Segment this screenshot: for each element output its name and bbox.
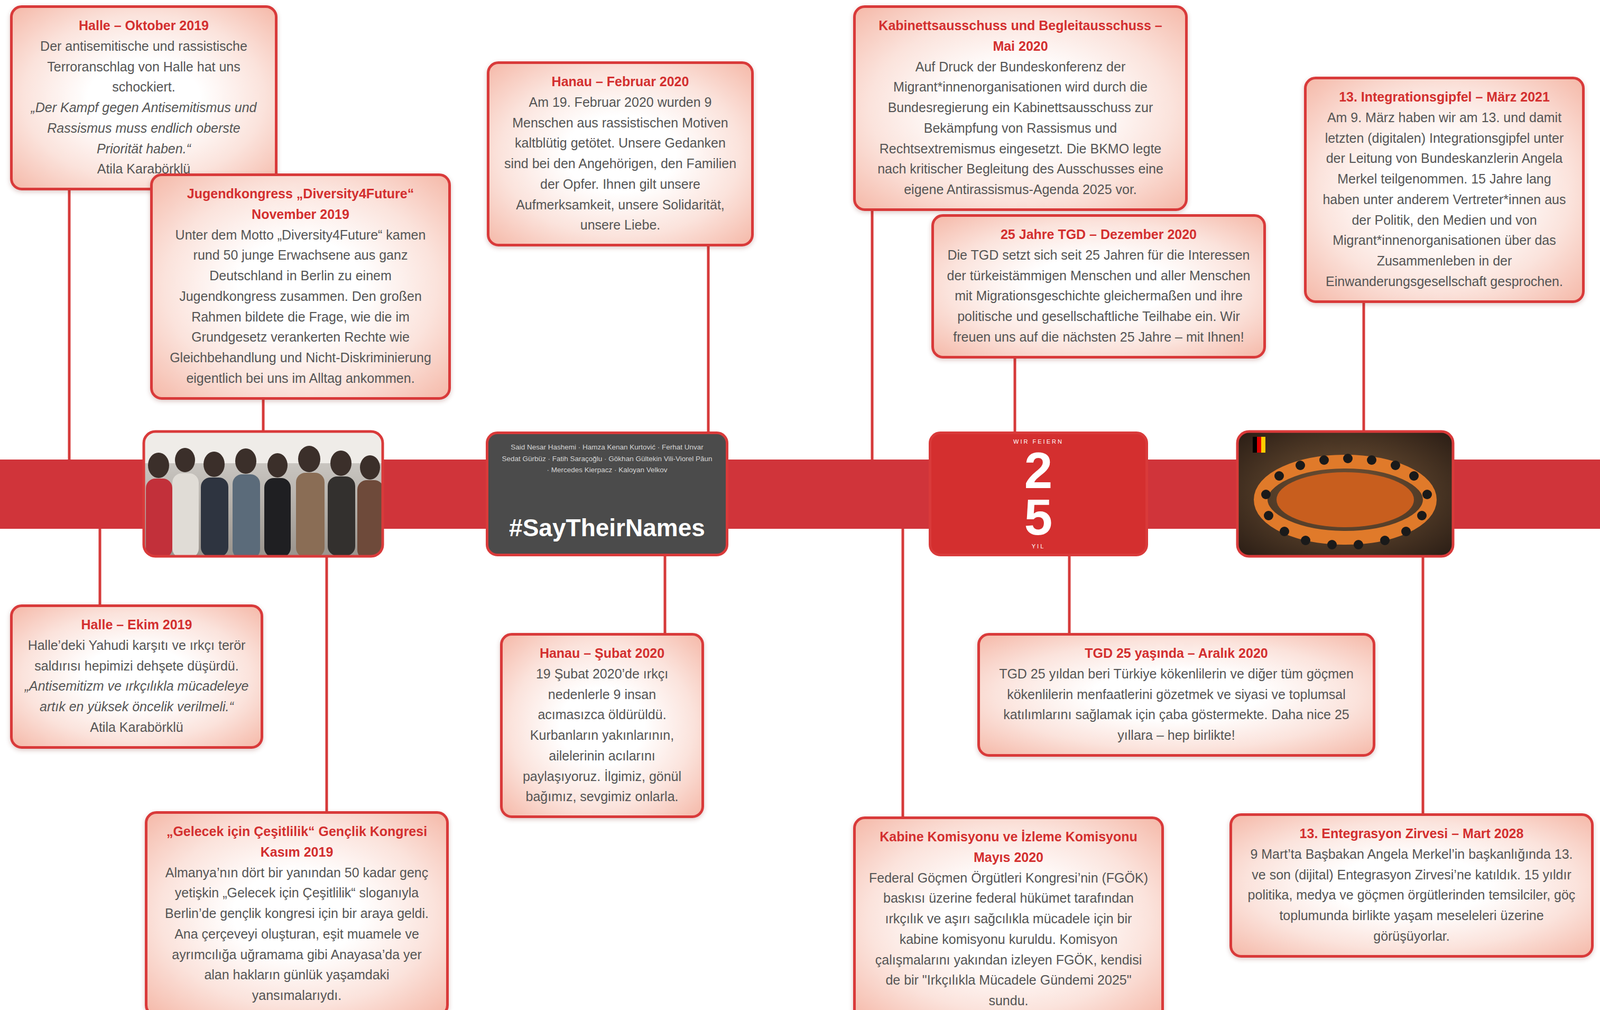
event-text: Almanya’nın dört bir yanından 50 kadar g… xyxy=(159,862,435,1006)
event-box: „Gelecek için Çeşitlilik“ Gençlik Kongre… xyxy=(144,810,449,1010)
event-text: Am 9. März haben wir am 13. und damit le… xyxy=(1318,107,1571,292)
leader-line xyxy=(98,518,102,614)
small-caption: WIR FEIERN xyxy=(1013,438,1064,445)
event-heading: 25 Jahre TGD – Dezember 2020 xyxy=(945,224,1252,245)
leader-line xyxy=(325,549,329,820)
event-box: Kabine Komisyonu ve İzleme Komisyonu May… xyxy=(853,816,1164,1010)
event-box: Halle – Ekim 2019Halle’deki Yahudi karşı… xyxy=(10,604,264,749)
connector-line xyxy=(1014,358,1016,432)
event-text: Halle’deki Yahudi karşıtı ve ırkçı terör… xyxy=(24,634,249,677)
event-text: 19 Şubat 2020’de ırkçı nedenlerle 9 insa… xyxy=(514,663,690,807)
connector-stroke xyxy=(707,246,710,432)
event-heading: Jugendkongress „Diversity4Future“ Novemb… xyxy=(164,183,437,225)
event-text: Am 19. Februar 2020 wurden 9 Menschen au… xyxy=(501,91,740,236)
event-heading: Hanau – Şubat 2020 xyxy=(514,642,690,664)
quote-text: „Antisemitizm ve ırkçılıkla mücadeleye a… xyxy=(24,675,249,717)
event-text: 9 Mart’ta Başbakan Angela Merkel’in başk… xyxy=(1243,843,1580,947)
leader-line xyxy=(901,518,905,825)
anniversary-number: 25 xyxy=(1023,447,1054,541)
connector-stroke xyxy=(1013,358,1017,432)
connector-line xyxy=(664,556,666,633)
event-heading: 13. Entegrasyon Zirvesi – Mart 2028 xyxy=(1243,822,1580,844)
quote-author: Atila Karabörklü xyxy=(24,716,249,738)
event-box: Jugendkongress „Diversity4Future“ Novemb… xyxy=(150,173,451,400)
small-caption: YIL xyxy=(1031,542,1046,550)
event-heading: Kabinettsausschuss und Begleitausschuss … xyxy=(867,15,1174,57)
event-heading: Kabine Komisyonu ve İzleme Komisyonu May… xyxy=(867,826,1150,868)
event-heading: Halle – Oktober 2019 xyxy=(24,15,264,36)
event-text: Federal Göçmen Örgütleri Kongresi’nin (F… xyxy=(867,867,1150,1010)
event-box: Hanau – Şubat 202019 Şubat 2020’de ırkçı… xyxy=(500,632,705,818)
event-box: Halle – Oktober 2019Der antisemitische u… xyxy=(10,5,278,191)
event-text: Die TGD setzt sich seit 25 Jahren für di… xyxy=(945,244,1252,348)
event-heading: 13. Integrationsgipfel – März 2021 xyxy=(1318,86,1571,108)
hashtag-panel: Said Nesar Hashemi · Hamza Kenan Kurtovi… xyxy=(485,431,729,557)
connector-line xyxy=(708,246,709,432)
connector-stroke xyxy=(1068,556,1071,633)
event-text: Der antisemitische und rassistische Terr… xyxy=(24,35,264,98)
event-box: 13. Entegrasyon Zirvesi – Mart 20289 Mar… xyxy=(1229,812,1594,958)
event-text: Auf Druck der Bundeskonferenz der Migran… xyxy=(867,56,1174,200)
event-text: TGD 25 yıldan beri Türkiye kökenlilerin … xyxy=(991,663,1362,746)
event-heading: „Gelecek için Çeşitlilik“ Gençlik Kongre… xyxy=(159,820,435,863)
victim-names: Said Nesar Hashemi · Hamza Kenan Kurtovi… xyxy=(501,441,714,476)
event-box: 13. Integrationsgipfel – März 2021Am 9. … xyxy=(1303,76,1585,303)
event-heading: Halle – Ekim 2019 xyxy=(24,614,249,635)
quote-text: „Der Kampf gegen Antisemitismus und Rass… xyxy=(24,97,264,159)
connector-stroke xyxy=(663,556,667,633)
event-heading: Hanau – Februar 2020 xyxy=(501,71,740,92)
event-box: Kabinettsausschuss und Begleitausschuss … xyxy=(853,5,1188,211)
event-text: Unter dem Motto „Diversity4Future“ kamen… xyxy=(164,224,437,389)
event-box: TGD 25 yaşında – Aralık 2020TGD 25 yılda… xyxy=(977,632,1376,757)
connector-line xyxy=(1069,556,1070,633)
leader-line xyxy=(1421,549,1425,822)
event-box: Hanau – Februar 2020Am 19. Februar 2020 … xyxy=(486,61,754,247)
group-photo xyxy=(143,431,384,560)
summit-photo xyxy=(1237,431,1454,557)
event-heading: TGD 25 yaşında – Aralık 2020 xyxy=(991,642,1362,664)
hashtag-title: #SayTheirNames xyxy=(509,513,706,542)
anniversary-panel: WIR FEIERN 25YIL xyxy=(928,431,1149,557)
event-box: 25 Jahre TGD – Dezember 2020Die TGD setz… xyxy=(931,214,1266,359)
